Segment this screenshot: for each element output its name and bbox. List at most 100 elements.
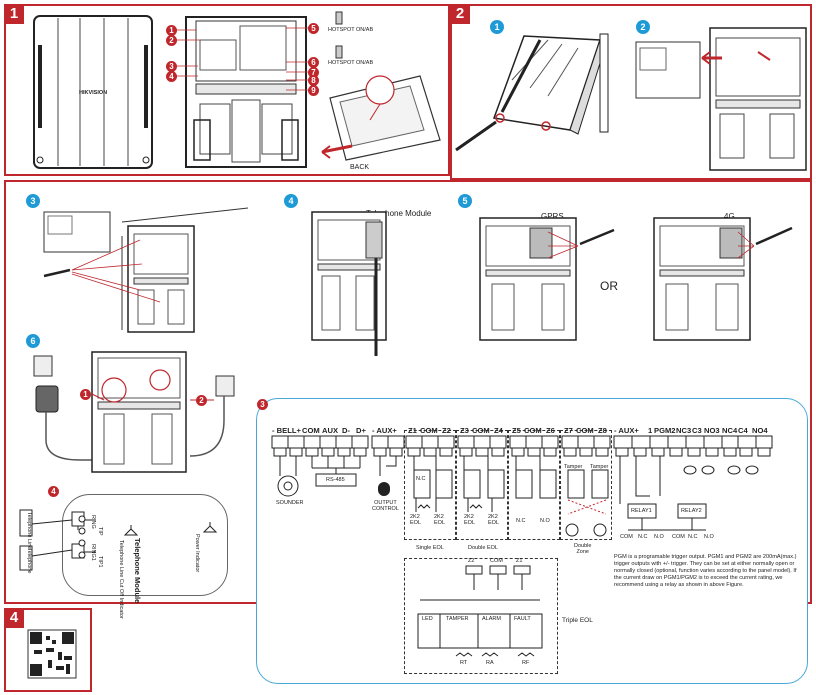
wiring-badge: 3 xyxy=(257,399,268,410)
terminal-pgm2: PGM2 xyxy=(654,426,676,435)
terminal-aux: AUX xyxy=(322,426,339,435)
terminal-com-2: COM xyxy=(420,426,438,435)
triple-tamper-label: TAMPER xyxy=(446,616,469,622)
terminal-z8: Z8 xyxy=(598,426,607,435)
terminal-com-5: COM xyxy=(576,426,594,435)
zone-nc-label: N.C xyxy=(416,476,426,482)
terminal-z3: Z3 xyxy=(460,426,469,435)
triple-rt-label: RT xyxy=(460,660,468,666)
telephone-module-badge: 4 xyxy=(48,486,59,497)
zone-nc-label-2: N.C xyxy=(516,518,526,524)
relay-no-label-2: N.O xyxy=(704,534,714,540)
sounder-label: SOUNDER xyxy=(276,500,304,506)
terminal-c4: C4 xyxy=(738,426,748,435)
relay-nc-label-1: N.C xyxy=(638,534,648,540)
section-2-frame xyxy=(450,4,812,180)
terminal-aux-2: - AUX+ xyxy=(372,426,397,435)
output-control-label: OUTPUT CONTROL xyxy=(372,500,399,512)
section-4-frame xyxy=(4,608,92,692)
double-eol-group xyxy=(456,430,508,540)
callout-8: 8 xyxy=(308,75,319,86)
terminal-com-1: COM xyxy=(302,426,320,435)
triple-led-label: LED xyxy=(422,616,433,622)
relay1-label: RELAY1 xyxy=(631,508,652,514)
step-6-callout-1: 1 xyxy=(80,389,91,400)
triple-alarm-label: ALARM xyxy=(482,616,501,622)
zone-no-label: N.O xyxy=(540,518,550,524)
eol-2k2-label-2: 2K2 EOL xyxy=(434,514,446,526)
terminal-bell: - BELL+ xyxy=(272,426,301,435)
telephone-module-board xyxy=(62,494,228,596)
section-1-frame xyxy=(4,4,450,176)
callout-4: 4 xyxy=(166,71,177,82)
triple-z1-label: Z1 xyxy=(516,558,523,564)
tamper-label-1: Tamper xyxy=(564,464,583,470)
terminal-pgm1: 1 xyxy=(648,426,653,435)
eol-2k2-label-4: 2K2 EOL xyxy=(488,514,500,526)
terminal-no4: NO4 xyxy=(752,426,768,435)
or-label: OR xyxy=(600,279,618,293)
triple-ra-label: RA xyxy=(486,660,494,666)
double-zone-label: Double Zone xyxy=(574,543,592,555)
triple-eol-group xyxy=(404,558,558,674)
single-eol-label: Single EOL xyxy=(416,545,444,551)
double-zone-group xyxy=(560,430,612,540)
relay-nc-label-2: N.C xyxy=(688,534,698,540)
relay-com-label-2: COM xyxy=(672,534,685,540)
single-eol-group xyxy=(404,430,456,540)
section-2-badge: 2 xyxy=(450,4,470,24)
callout-2: 2 xyxy=(166,35,177,46)
terminal-z2: Z2 xyxy=(442,426,451,435)
terminal-nc4: NC4 xyxy=(722,426,738,435)
callout-1: 1 xyxy=(166,25,177,36)
triple-com-label: COM xyxy=(490,558,503,564)
eol-2k2-label-3: 2K2 EOL xyxy=(464,514,476,526)
step-3-badge: 3 xyxy=(26,194,40,208)
step-2-badge: 2 xyxy=(636,20,650,34)
terminal-com-4: COM xyxy=(524,426,542,435)
section-1-badge: 1 xyxy=(4,4,24,24)
terminal-z1: Z1 xyxy=(408,426,417,435)
terminal-d-minus: D- xyxy=(342,426,351,435)
triple-eol-label: Triple EOL xyxy=(562,617,593,624)
zone-5-6-group xyxy=(508,430,560,540)
terminal-z4: Z4 xyxy=(494,426,503,435)
tamper-label-2: Tamper xyxy=(590,464,609,470)
terminal-aux-3: - AUX+ xyxy=(614,426,639,435)
section-4-badge: 4 xyxy=(4,608,24,628)
callout-3: 3 xyxy=(166,61,177,72)
double-eol-label: Double EOL xyxy=(468,545,498,551)
relay2-label: RELAY2 xyxy=(681,508,702,514)
hotspot-label-bottom: HOTSPOT ON/AB xyxy=(328,60,374,66)
step-6-callout-2: 2 xyxy=(196,395,207,406)
back-label: BACK xyxy=(350,164,370,171)
callout-7: 7 xyxy=(308,67,319,78)
telephone-module-label: Telephone Module xyxy=(366,209,432,218)
terminal-no3: NO3 xyxy=(704,426,720,435)
callout-6: 6 xyxy=(308,57,319,68)
relay-com-label-1: COM xyxy=(620,534,633,540)
step-4-badge: 4 xyxy=(284,194,298,208)
triple-fault-label: FAULT xyxy=(514,616,531,622)
terminal-z7: Z7 xyxy=(564,426,573,435)
terminal-z6: Z6 xyxy=(546,426,555,435)
terminal-com-3: COM xyxy=(472,426,490,435)
callout-9: 9 xyxy=(308,85,319,96)
terminal-nc3: NC3 xyxy=(676,426,692,435)
eol-2k2-label-1: 2K2 EOL xyxy=(410,514,422,526)
brand-logo: HIKVISION xyxy=(79,90,108,96)
terminal-z5: Z5 xyxy=(512,426,521,435)
terminal-d-plus: D+ xyxy=(356,426,366,435)
hotspot-label-top: HOTSPOT ON/AB xyxy=(328,27,374,33)
step-6-badge: 6 xyxy=(26,334,40,348)
triple-z2-label: Z2 xyxy=(468,558,475,564)
gprs-label: GPRS xyxy=(541,212,564,221)
lte-label: 4G xyxy=(724,212,735,221)
